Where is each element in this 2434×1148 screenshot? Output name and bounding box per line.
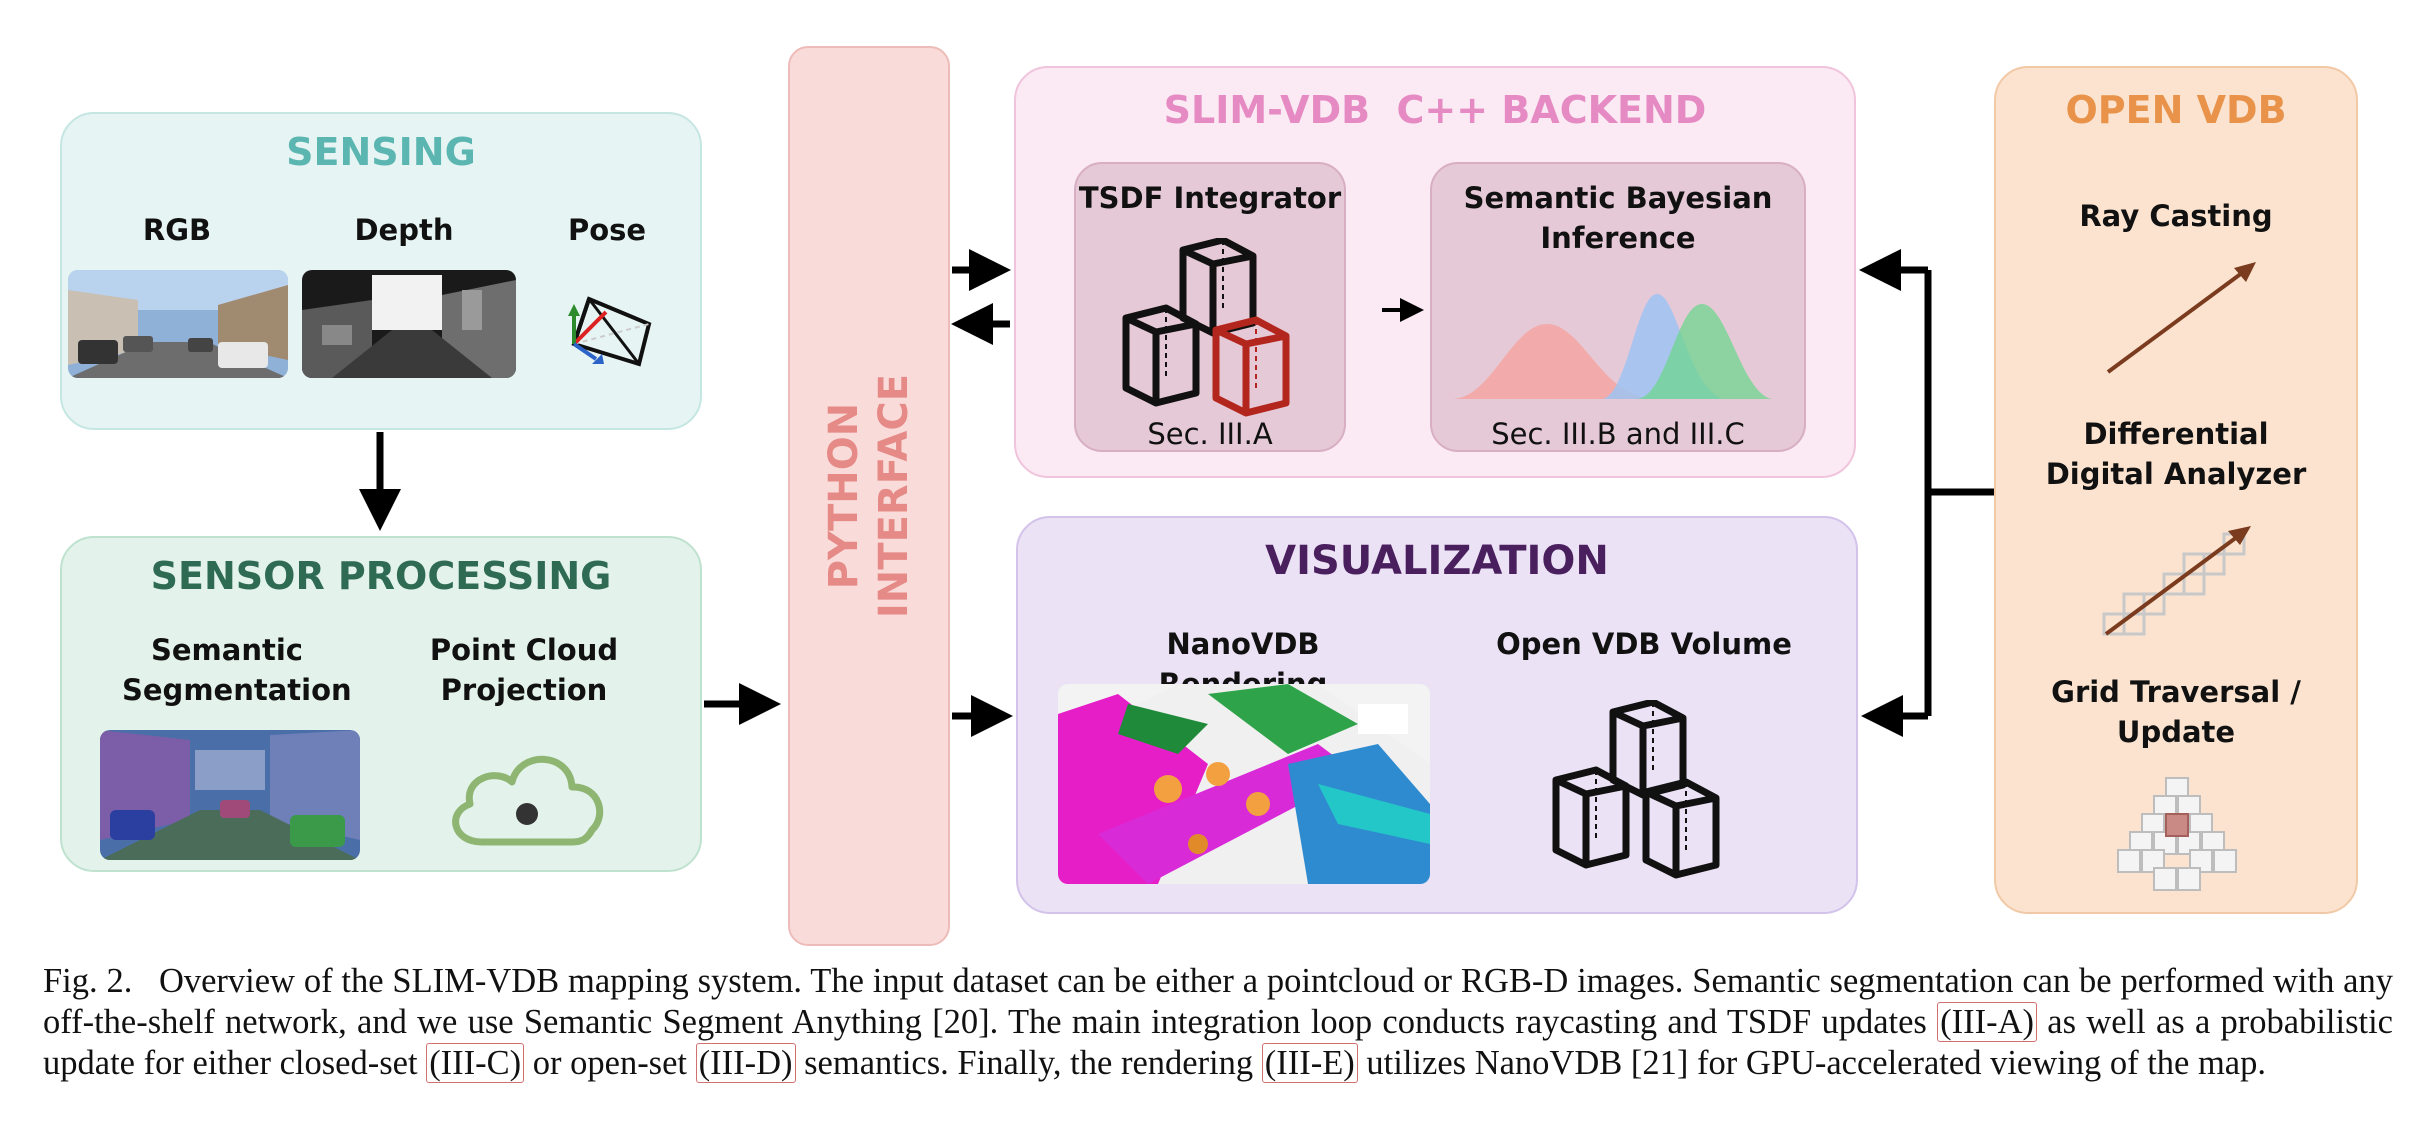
tsdf-section-label: Sec. III.A: [1147, 417, 1273, 451]
ray-casting-label: Ray Casting: [2079, 199, 2273, 233]
visualization-title: VISUALIZATION: [1265, 538, 1609, 584]
backend-panel: SLIM-VDB C++ BACKEND TSDF Integrator: [1014, 66, 1856, 478]
ray-casting-icon: [2096, 254, 2266, 388]
semantic-bayesian-box: Semantic Bayesian Inference Sec. III.B a…: [1430, 162, 1806, 452]
caption-ref-iii-d[interactable]: (III-D): [695, 1043, 796, 1083]
openvdb-volume-label: Open VDB Volume: [1496, 627, 1792, 661]
point-cloud-projection-label: Point Cloud Projection: [429, 633, 619, 707]
caption-text-3: or open-set: [524, 1044, 696, 1082]
semantic-segmentation-image: [100, 730, 360, 860]
caption-text-5: utilizes NanoVDB [21] for GPU-accelerate…: [1357, 1044, 2266, 1082]
pose-icon: [554, 274, 654, 374]
depth-image: [302, 270, 516, 378]
caption-text-4: semantics. Finally, the rendering: [795, 1044, 1262, 1082]
bayes-section-label: Sec. III.B and III.C: [1491, 417, 1745, 451]
semantic-segmentation-label: Semantic Segmentation: [122, 633, 352, 707]
sensor-processing-title: SENSOR PROCESSING: [150, 554, 612, 598]
tsdf-cubes-icon: [1118, 236, 1318, 422]
backend-title: SLIM-VDB C++ BACKEND: [1163, 88, 1707, 132]
python-interface-panel: PYTHON INTERFACE: [788, 46, 950, 946]
sensor-processing-panel: SENSOR PROCESSING Semantic Segmentation …: [60, 536, 702, 872]
rgb-image: [68, 270, 288, 378]
rgb-label: RGB: [142, 213, 212, 247]
nanovdb-rendering-image: [1058, 684, 1430, 884]
sensing-title: SENSING: [286, 130, 476, 174]
semantic-bayesian-title: Semantic Bayesian Inference: [1463, 181, 1773, 255]
depth-label: Depth: [354, 213, 454, 247]
dda-label: Differential Digital Analyzer: [2045, 417, 2307, 491]
openvdb-volume-cubes-icon: [1548, 698, 1768, 894]
caption-text-1: Overview of the SLIM-VDB mapping system.…: [43, 962, 2393, 1041]
openvdb-title: OPEN VDB: [2065, 88, 2287, 132]
caption-ref-iii-a[interactable]: (III-A): [1937, 1002, 2037, 1042]
figure-caption: Fig. 2. Overview of the SLIM-VDB mapping…: [43, 961, 2393, 1084]
caption-ref-iii-e[interactable]: (III-E): [1261, 1043, 1358, 1083]
grid-traversal-label: Grid Traversal / Update: [2051, 675, 2301, 749]
point-cloud-icon: [442, 742, 612, 852]
sensing-panel: SENSING RGB Depth Pose: [60, 112, 702, 430]
caption-fig-label: Fig. 2.: [43, 962, 133, 1000]
pose-label: Pose: [567, 213, 647, 247]
gaussian-distributions-icon: [1452, 284, 1792, 408]
tsdf-integrator-title: TSDF Integrator: [1078, 181, 1342, 215]
visualization-panel: VISUALIZATION NanoVDB Rendering Open VDB…: [1016, 516, 1858, 914]
dda-icon: [2096, 514, 2266, 648]
openvdb-panel: OPEN VDB Ray Casting Differential Digita…: [1994, 66, 2358, 914]
grid-traversal-icon: [2116, 768, 2256, 902]
caption-text-2: as well as a probabilistic update for ei…: [43, 1003, 2393, 1082]
caption-ref-iii-c[interactable]: (III-C): [426, 1043, 525, 1083]
tsdf-integrator-box: TSDF Integrator: [1074, 162, 1346, 452]
